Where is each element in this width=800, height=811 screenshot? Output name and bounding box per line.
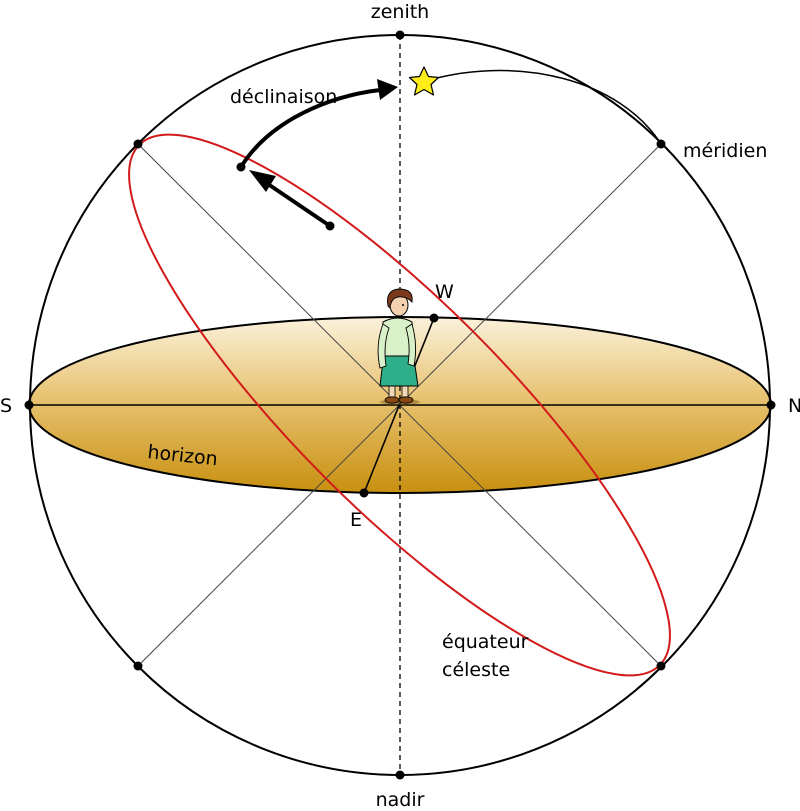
west-point (429, 313, 439, 323)
meridian-label: méridien (683, 140, 767, 162)
declination-arrowhead-upper (377, 79, 398, 100)
zenith-label: zenith (371, 1, 429, 23)
upper-equator-point (133, 139, 143, 149)
equator-label-line2: céleste (442, 659, 510, 681)
lower-pole-point (133, 661, 143, 671)
east-point (359, 488, 369, 498)
declination-point (236, 162, 246, 172)
north-point (766, 400, 776, 410)
declination-arrowhead-lower (249, 170, 276, 192)
declination-arrow-lower (260, 178, 332, 228)
equator-star-point (325, 221, 335, 231)
equator-label-line1: équateur (442, 631, 529, 653)
south-label: S (0, 395, 12, 417)
north-label: N (788, 395, 800, 417)
observer-icon (377, 288, 420, 405)
east-west-line (363, 317, 435, 494)
declination-label: déclinaison (230, 86, 337, 108)
east-label: E (350, 509, 362, 531)
star-icon (408, 66, 440, 96)
zenith-point (395, 30, 405, 40)
star-hour-arc (428, 69, 662, 145)
south-point (24, 400, 34, 410)
lower-equator-point (656, 661, 666, 671)
declination-arrow-upper (239, 88, 381, 169)
nadir-label: nadir (376, 789, 425, 811)
nadir-point (395, 770, 405, 780)
meridian-pole-point (656, 139, 666, 149)
west-label: W (435, 281, 454, 303)
